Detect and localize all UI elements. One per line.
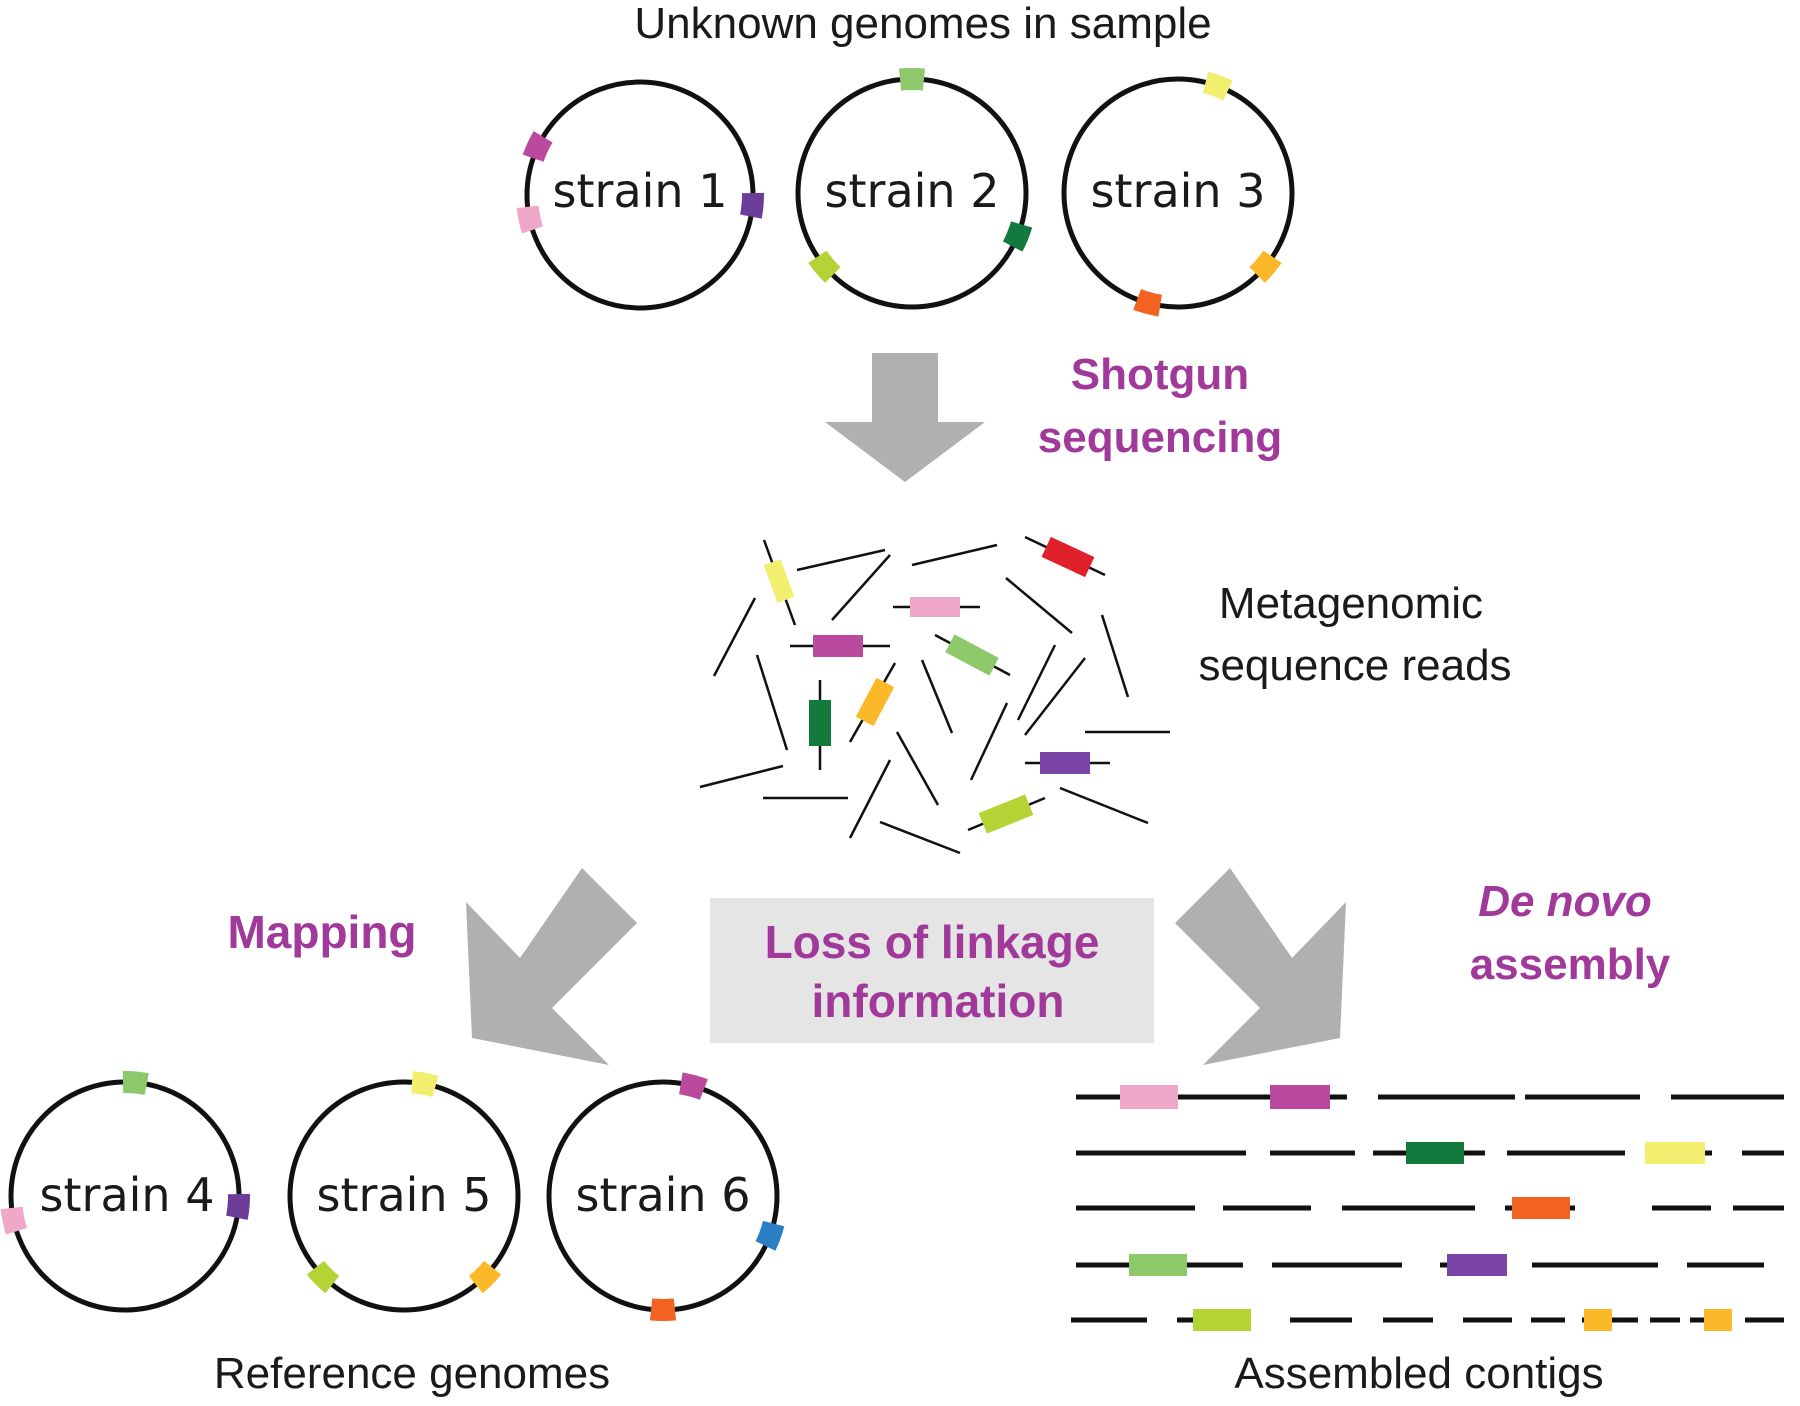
contig-row-4	[1076, 1254, 1764, 1276]
strain-5-ring	[287, 1079, 521, 1313]
read-lime	[967, 794, 1046, 834]
read-marker-yellow	[763, 559, 795, 603]
contig-marker-orange-yellow-2	[1704, 1309, 1732, 1331]
genome-marker-orange	[649, 1298, 677, 1322]
genome-marker-light-green	[898, 68, 926, 91]
strain-3-genome: strain 3	[1061, 71, 1295, 317]
contig-marker-light-green	[1129, 1254, 1187, 1276]
contig-row-5	[1071, 1309, 1784, 1331]
genome-marker-lime	[306, 1260, 340, 1294]
read-yellow	[762, 539, 797, 626]
genome-marker-orange-yellow	[468, 1260, 502, 1294]
shotgun-label-line2: sequencing	[1038, 413, 1283, 462]
read-pink	[893, 597, 980, 617]
read-marker-dark-green	[809, 700, 831, 746]
loss-label-line1: Loss of linkage	[765, 916, 1100, 968]
genome-marker-pink	[516, 205, 544, 234]
denovo-label-line2: assembly	[1470, 940, 1671, 989]
reference-label: Reference genomes	[214, 1349, 610, 1398]
reads-label-line1: Metagenomic	[1219, 579, 1483, 628]
strain-4-label: strain 4	[40, 1168, 215, 1222]
denovo-label-line1: De novo	[1478, 877, 1652, 926]
genome-marker-dark-green	[1002, 221, 1033, 252]
strain-1-genome: strain 1	[516, 79, 764, 311]
genome-marker-magenta	[678, 1072, 708, 1100]
strain-5-genome: strain 5	[287, 1071, 521, 1313]
assembly-arrow-icon	[1175, 868, 1346, 1065]
read-orange-yellow	[848, 662, 897, 743]
contig-marker-magenta	[1270, 1085, 1330, 1109]
contig-marker-yellow	[1645, 1142, 1705, 1164]
strain-5-markers	[306, 1071, 502, 1294]
read-red	[1024, 535, 1106, 578]
read-dark-green	[809, 680, 831, 770]
loss-label-line2: information	[812, 975, 1065, 1027]
genome-marker-purple	[740, 192, 764, 219]
strain-5-label: strain 5	[317, 1168, 492, 1222]
genome-marker-lime	[808, 250, 841, 283]
genome-marker-purple	[226, 1193, 250, 1220]
contig-marker-violet	[1447, 1254, 1507, 1276]
assembled-contigs	[1071, 1085, 1784, 1331]
read-marker-lime	[978, 794, 1034, 834]
read-marker-pink	[910, 597, 960, 617]
genome-marker-light-green	[122, 1071, 149, 1095]
contig-row-2	[1076, 1142, 1784, 1164]
unknown-genomes: strain 1 strain 2 strain 3	[516, 68, 1295, 317]
contig-marker-dark-green	[1406, 1142, 1464, 1164]
genome-marker-orange-yellow	[1249, 250, 1282, 283]
contig-marker-lime	[1193, 1309, 1251, 1331]
contig-marker-orange-yellow-1	[1584, 1309, 1612, 1331]
strain-4-genome: strain 4	[0, 1071, 250, 1313]
strain-2-genome: strain 2	[795, 68, 1033, 310]
strain-3-markers	[1133, 71, 1282, 317]
contig-marker-orange	[1512, 1197, 1570, 1219]
strain-4-markers	[0, 1071, 250, 1235]
mapping-arrow-icon	[466, 868, 637, 1065]
genome-marker-magenta	[522, 131, 553, 163]
contig-marker-pink	[1120, 1085, 1178, 1109]
read-violet	[1025, 752, 1110, 774]
top-title: Unknown genomes in sample	[634, 0, 1211, 48]
strain-6-genome: strain 6	[546, 1072, 785, 1322]
mapping-label: Mapping	[227, 906, 416, 958]
genome-marker-pink	[0, 1206, 28, 1235]
read-marker-red	[1041, 536, 1095, 578]
sequence-reads	[699, 535, 1170, 855]
contigs-label: Assembled contigs	[1234, 1349, 1603, 1398]
down-arrow-icon	[825, 353, 985, 482]
read-marker-magenta	[813, 635, 863, 657]
read-marker-violet	[1040, 752, 1090, 774]
contig-row-3	[1076, 1197, 1784, 1219]
strain-2-markers	[808, 68, 1033, 283]
read-marker-orange-yellow	[855, 677, 895, 727]
strain-6-markers	[649, 1072, 785, 1322]
read-marker-light-green	[945, 634, 999, 676]
reference-genomes: strain 4 strain 5 strain 6	[0, 1071, 785, 1322]
genome-marker-blue	[755, 1220, 785, 1251]
contig-row-1	[1076, 1085, 1784, 1109]
read-light-green	[934, 633, 1011, 677]
strain-6-label: strain 6	[576, 1168, 751, 1222]
loss-of-linkage-box	[710, 898, 1154, 1043]
strain-2-label: strain 2	[825, 164, 1000, 218]
genome-marker-orange	[1133, 289, 1163, 317]
genome-marker-yellow	[1202, 71, 1233, 101]
reads-label-line2: sequence reads	[1198, 641, 1511, 690]
strain-1-markers	[516, 131, 764, 234]
strain-3-ring	[1061, 76, 1295, 310]
read-magenta	[790, 635, 890, 657]
shotgun-label-line1: Shotgun	[1071, 350, 1249, 399]
strain-3-label: strain 3	[1091, 164, 1266, 218]
strain-1-label: strain 1	[553, 164, 728, 218]
genome-marker-yellow	[410, 1071, 439, 1098]
